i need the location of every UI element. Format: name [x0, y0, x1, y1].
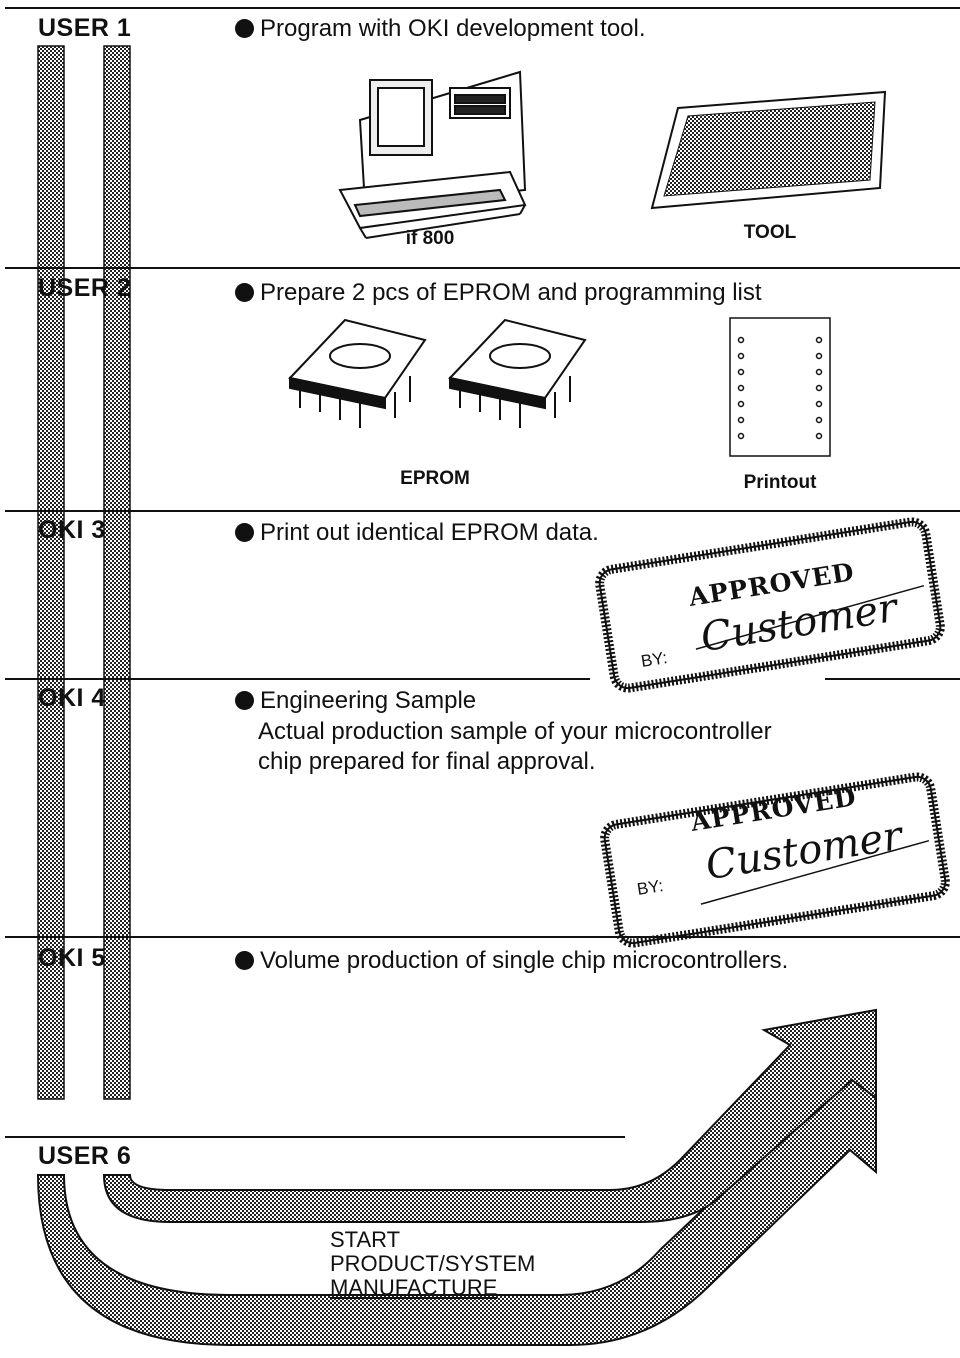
- step-4-detail-line-2: chip prepared for final approval.: [258, 748, 596, 775]
- start-manufacture-label: START PRODUCT/SYSTEM MANUFACTURE: [330, 1228, 535, 1300]
- step-4-detail-line-1: Actual production sample of your microco…: [258, 718, 772, 745]
- printout-illustration: [729, 317, 831, 457]
- computer-illustration: [338, 70, 527, 239]
- caption-eprom: EPROM: [400, 468, 470, 489]
- step-4-text: Engineering Sample: [235, 686, 476, 716]
- eprom-chip-2: [448, 318, 587, 428]
- step-2-text: Prepare 2 pcs of EPROM and programming l…: [235, 278, 762, 308]
- caption-if800: if 800: [405, 228, 455, 249]
- lower-curved-arrow: [36, 1066, 877, 1346]
- bullet-icon: [235, 19, 254, 38]
- caption-tool: TOOL: [743, 222, 797, 243]
- divider-step-6: [5, 1136, 625, 1138]
- bullet-icon: [235, 951, 254, 970]
- step-3-text: Print out identical EPROM data.: [235, 518, 599, 548]
- divider-step-3: [5, 510, 960, 512]
- bullet-icon: [235, 691, 254, 710]
- step-5-text: Volume production of single chip microco…: [235, 946, 788, 976]
- tool-board-illustration: [650, 90, 887, 210]
- step-label-oki-3: OKI 3: [38, 516, 106, 544]
- stamp-2-by-label: BY:: [635, 876, 665, 899]
- left-pipe: [37, 45, 65, 1100]
- approved-stamp-1-frame: [595, 517, 945, 693]
- upper-curved-arrow: [102, 1008, 877, 1223]
- divider-step-2: [5, 267, 960, 269]
- step-label-oki-5: OKI 5: [38, 944, 106, 972]
- final-line-2: PRODUCT/SYSTEM: [330, 1251, 536, 1276]
- right-pipe: [103, 45, 131, 1100]
- step-label-user-1: USER 1: [38, 14, 132, 42]
- step-label-oki-4: OKI 4: [38, 684, 106, 712]
- bullet-icon: [235, 283, 254, 302]
- bullet-icon: [235, 523, 254, 542]
- caption-printout: Printout: [743, 472, 817, 493]
- approved-stamp-2-frame: [600, 772, 950, 948]
- divider-step-4-right: [825, 678, 960, 680]
- divider-step-4: [5, 678, 590, 680]
- divider-step-5: [5, 936, 960, 938]
- step-label-user-2: USER 2: [38, 274, 132, 302]
- final-line-3: MANUFACTURE: [330, 1275, 498, 1300]
- step-label-user-6: USER 6: [38, 1142, 132, 1170]
- final-line-1: START: [330, 1227, 401, 1252]
- stamp-1-by-label: BY:: [639, 648, 669, 671]
- step-1-text: Program with OKI development tool.: [235, 14, 646, 44]
- divider-top: [5, 7, 960, 9]
- eprom-chip-1: [288, 318, 427, 428]
